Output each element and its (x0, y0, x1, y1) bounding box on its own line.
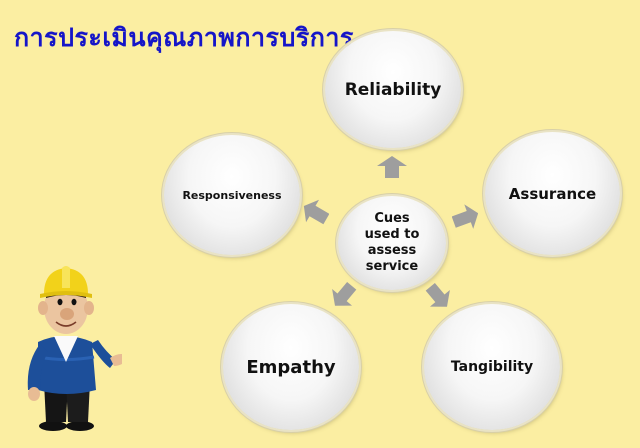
node-label: Responsiveness (182, 188, 282, 202)
node-responsiveness: Responsiveness (164, 135, 300, 255)
node-label: Empathy (246, 356, 336, 378)
node-label: Tangibility (450, 359, 534, 375)
node-tangibility: Tangibility (424, 304, 560, 430)
node-assurance: Assurance (485, 132, 620, 255)
arrow-up-icon (377, 156, 407, 178)
center-node: Cues used to assess service (338, 196, 446, 290)
construction-worker-illustration (27, 266, 122, 431)
center-label-line: Cues (374, 211, 410, 226)
arrow-down-right-icon (425, 282, 450, 307)
center-label-line: service (365, 259, 419, 274)
center-label-line: assess (367, 243, 417, 258)
node-empathy: Empathy (223, 304, 359, 430)
node-reliability: Reliability (325, 31, 461, 148)
slide-title: การประเมินคุณภาพการบริการ (14, 23, 354, 52)
arrow-right-icon (452, 204, 478, 229)
node-label: Reliability (344, 79, 442, 100)
arrow-down-left-icon (332, 281, 357, 306)
center-label-line: used to (364, 227, 420, 242)
arrow-left-icon (303, 199, 329, 225)
node-label: Assurance (508, 184, 597, 203)
